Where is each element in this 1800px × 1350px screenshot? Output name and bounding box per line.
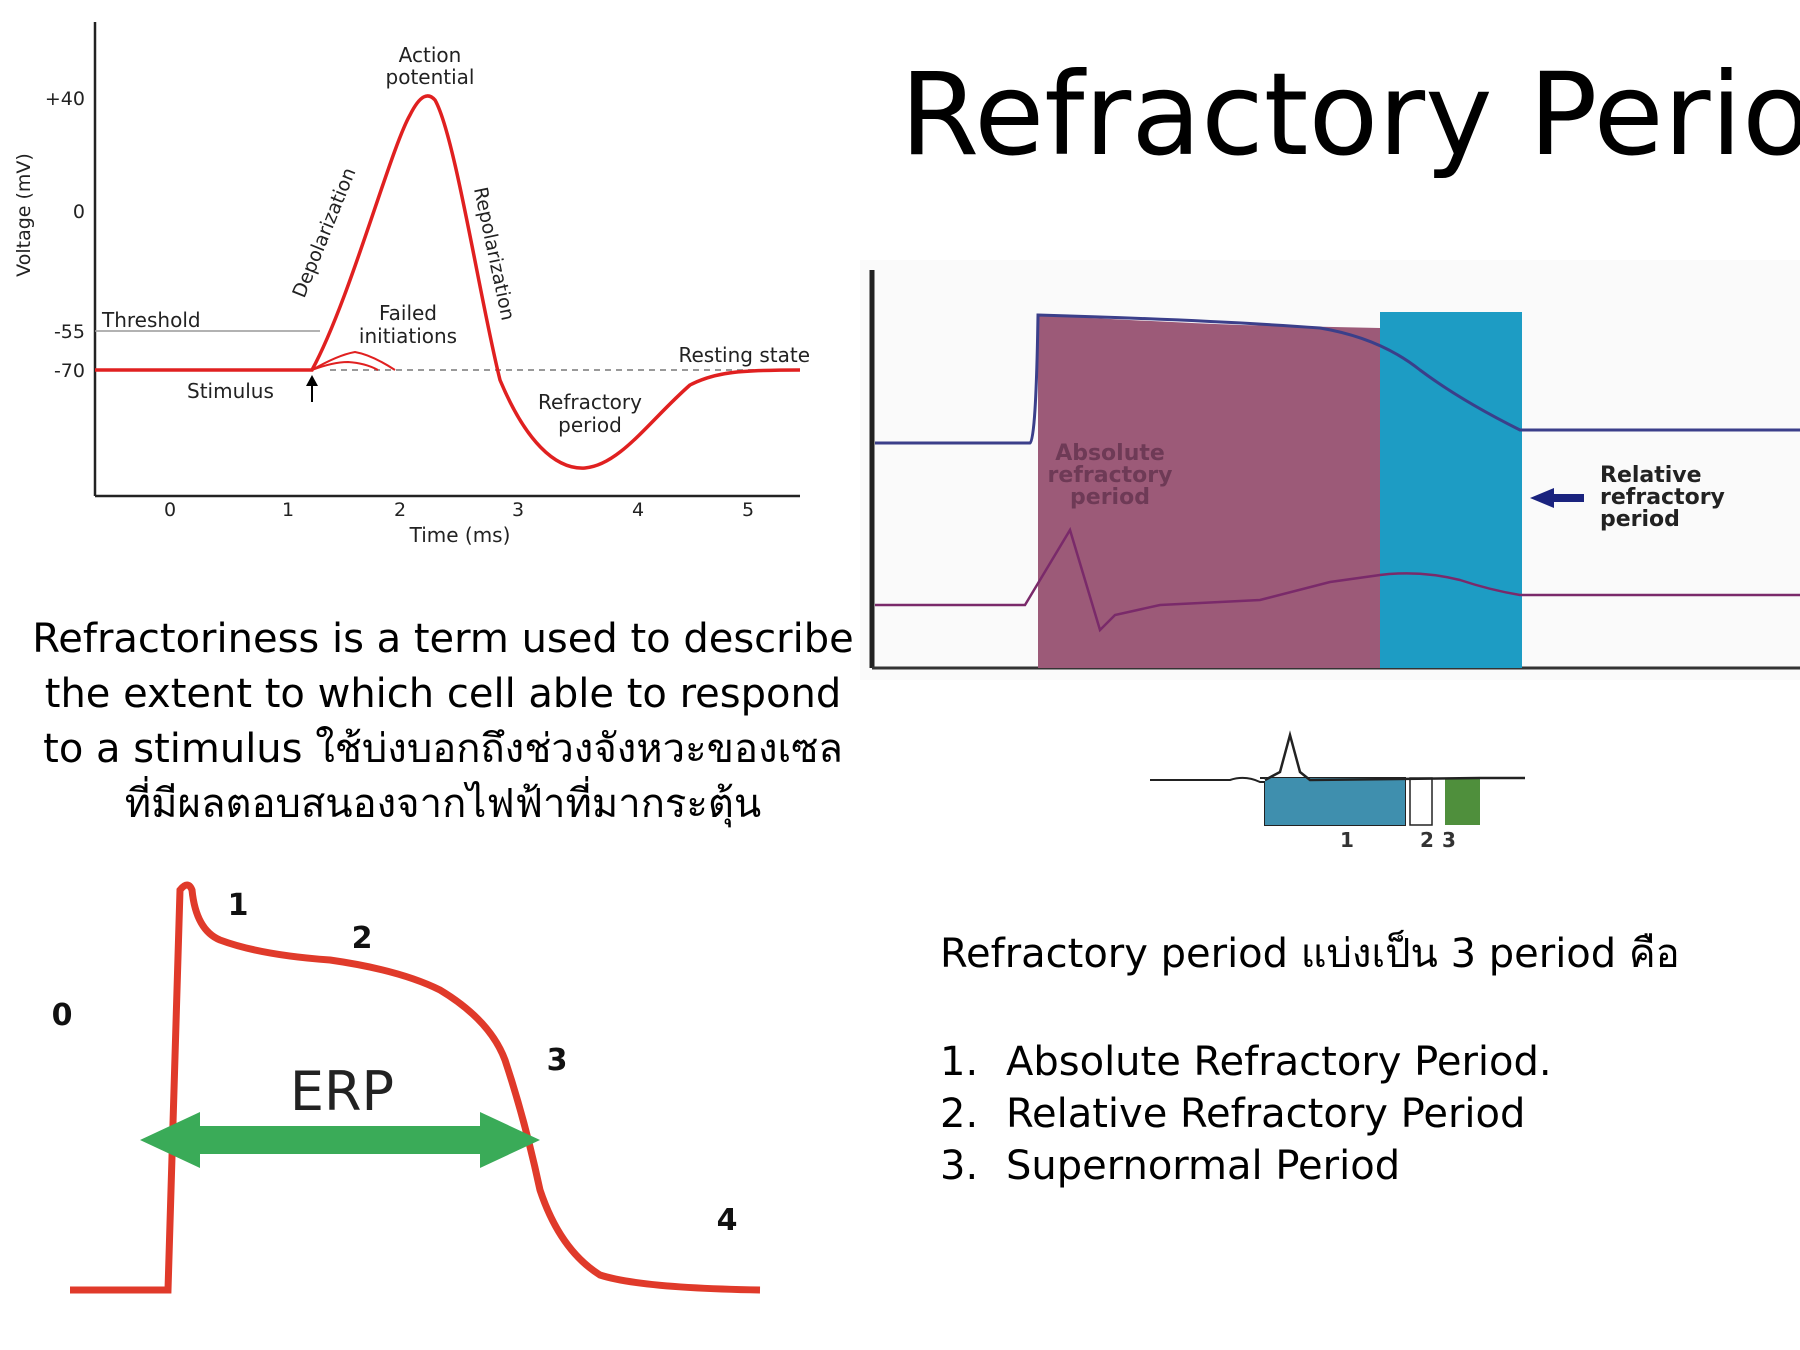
failed-initiations-label: Failed (379, 301, 437, 325)
description-text: Refractoriness is a term used to describ… (8, 612, 878, 832)
list-item: 1. Absolute Refractory Period. (940, 1036, 1780, 1088)
repolarization-label: Repolarization (469, 185, 519, 322)
x-tick-label: 2 (394, 499, 406, 521)
relative-period-label: period (1600, 507, 1680, 532)
slide-title: Refractory Period (900, 48, 1800, 181)
refractory-period-label: Refractory (538, 390, 642, 414)
relative-refractory-region (1380, 312, 1522, 668)
ecg-label: 2 (1420, 828, 1434, 852)
phase-label: 1 (228, 888, 249, 923)
resting-state-label: Resting state (678, 343, 810, 367)
action-potential-diagram: Voltage (mV) +40 0 -55 -70 0 1 2 3 4 5 T… (13, 22, 810, 547)
stimulus-arrowhead (306, 375, 318, 386)
erp-diagram: ERP 0 1 2 3 4 (52, 881, 761, 1294)
ecg-absolute-block (1265, 778, 1405, 825)
arrow-shaft (1552, 494, 1584, 502)
threshold-label: Threshold (101, 308, 201, 332)
period-list: 1. Absolute Refractory Period. 2. Relative… (940, 1036, 1780, 1192)
phase-label: 2 (352, 921, 373, 956)
ecg-label: 1 (1340, 828, 1354, 852)
list-number: 1. (940, 1039, 979, 1085)
refractory-period-label: period (558, 413, 622, 437)
threshold-trace (875, 526, 1800, 633)
action-potential-curve (95, 94, 801, 470)
absolute-period-label: refractory (1048, 463, 1173, 488)
period-list-block: Refractory period แบ่งเป็น 3 period คือ … (940, 928, 1780, 1192)
absolute-refractory-region (1038, 315, 1382, 668)
action-potential-trace (875, 313, 1800, 445)
y-axis-label: Voltage (mV) (13, 153, 35, 277)
y-tick-label: -55 (54, 321, 85, 343)
ecg-trace (1264, 730, 1525, 782)
failed-initiations-label: initiations (359, 324, 457, 348)
y-tick-label: -70 (54, 360, 85, 382)
list-item: 2. Relative Refractory Period (940, 1088, 1780, 1140)
list-label: Absolute Refractory Period. (1006, 1039, 1552, 1085)
failed-initiation-curve (95, 350, 396, 371)
description-line: ที่มีผลตอบสนองจากไฟฟ้าที่มากระตุ้น (124, 781, 762, 827)
erp-label: ERP (290, 1060, 394, 1123)
absolute-period-label: Absolute (1055, 441, 1165, 466)
phase-label: 4 (717, 1203, 738, 1238)
stimulus-label: Stimulus (187, 379, 274, 403)
phase-label: 3 (547, 1043, 568, 1078)
failed-initiation-curve (311, 360, 379, 371)
y-tick-label: +40 (45, 88, 85, 110)
list-number: 3. (940, 1143, 979, 1189)
x-tick-label: 5 (742, 499, 754, 521)
relative-period-label: Relative (1600, 463, 1702, 488)
ecg-label: 3 (1442, 828, 1456, 852)
y-tick-label: 0 (73, 201, 85, 223)
phase-label: 0 (52, 998, 73, 1033)
cardiac-refractory-diagram: Absolute refractory period Relative refr… (860, 260, 1800, 852)
list-label: Supernormal Period (1006, 1143, 1401, 1189)
periods-intro: Refractory period แบ่งเป็น 3 period คือ (940, 931, 1680, 977)
description-line: the extent to which cell able to respond (44, 671, 842, 717)
action-potential-label: potential (386, 65, 475, 89)
x-tick-label: 4 (632, 499, 644, 521)
cardiac-action-potential-curve (70, 881, 761, 1294)
arrow-left-icon (1530, 488, 1554, 508)
description-line: Refractoriness is a term used to describ… (32, 616, 854, 662)
x-tick-label: 1 (282, 499, 294, 521)
x-tick-label: 0 (164, 499, 176, 521)
x-axis-label: Time (ms) (409, 523, 511, 547)
relative-period-label: refractory (1600, 485, 1725, 510)
description-line: to a stimulus ใช้บ่งบอกถึงช่วงจังหวะของเ… (43, 726, 843, 772)
ecg-supernormal-block (1445, 778, 1480, 825)
list-item: 3. Supernormal Period (940, 1140, 1780, 1192)
list-number: 2. (940, 1091, 979, 1137)
action-potential-label: Action (399, 43, 462, 67)
erp-double-arrow (140, 1112, 540, 1168)
absolute-period-label: period (1070, 485, 1150, 510)
x-tick-label: 3 (512, 499, 524, 521)
ecg-relative-block (1409, 777, 1433, 826)
list-label: Relative Refractory Period (1006, 1091, 1526, 1137)
